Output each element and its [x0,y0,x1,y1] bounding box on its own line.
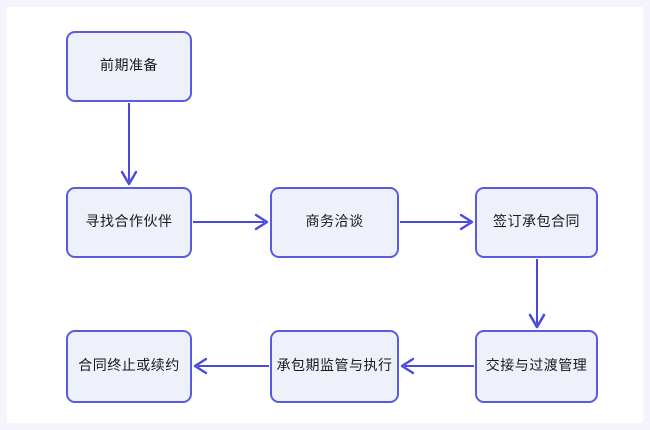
node-label: 前期准备 [100,58,158,75]
node-find-partner[interactable]: 寻找合作伙伴 [66,187,192,258]
node-termination-or-renewal[interactable]: 合同终止或续约 [66,330,192,403]
edge-negotiation-to-sign-contract [400,213,474,231]
node-handover-transition[interactable]: 交接与过渡管理 [475,330,598,403]
node-label: 签订承包合同 [493,214,580,231]
node-business-negotiation[interactable]: 商务洽谈 [270,187,399,258]
node-label: 承包期监管与执行 [276,358,393,375]
edge-handover-to-supervision [400,357,474,375]
node-label: 合同终止或续约 [78,358,180,375]
node-sign-contract[interactable]: 签订承包合同 [475,187,598,258]
edge-sign-contract-to-handover [528,259,546,329]
node-preparation[interactable]: 前期准备 [66,31,192,102]
edge-supervision-to-termination [193,357,269,375]
node-label: 商务洽谈 [305,214,364,231]
edge-preparation-to-find-partner [120,103,138,186]
node-contract-supervision[interactable]: 承包期监管与执行 [270,330,399,403]
node-label: 寻找合作伙伴 [85,214,173,231]
edge-find-partner-to-negotiation [193,213,269,231]
node-label: 交接与过渡管理 [485,358,588,375]
